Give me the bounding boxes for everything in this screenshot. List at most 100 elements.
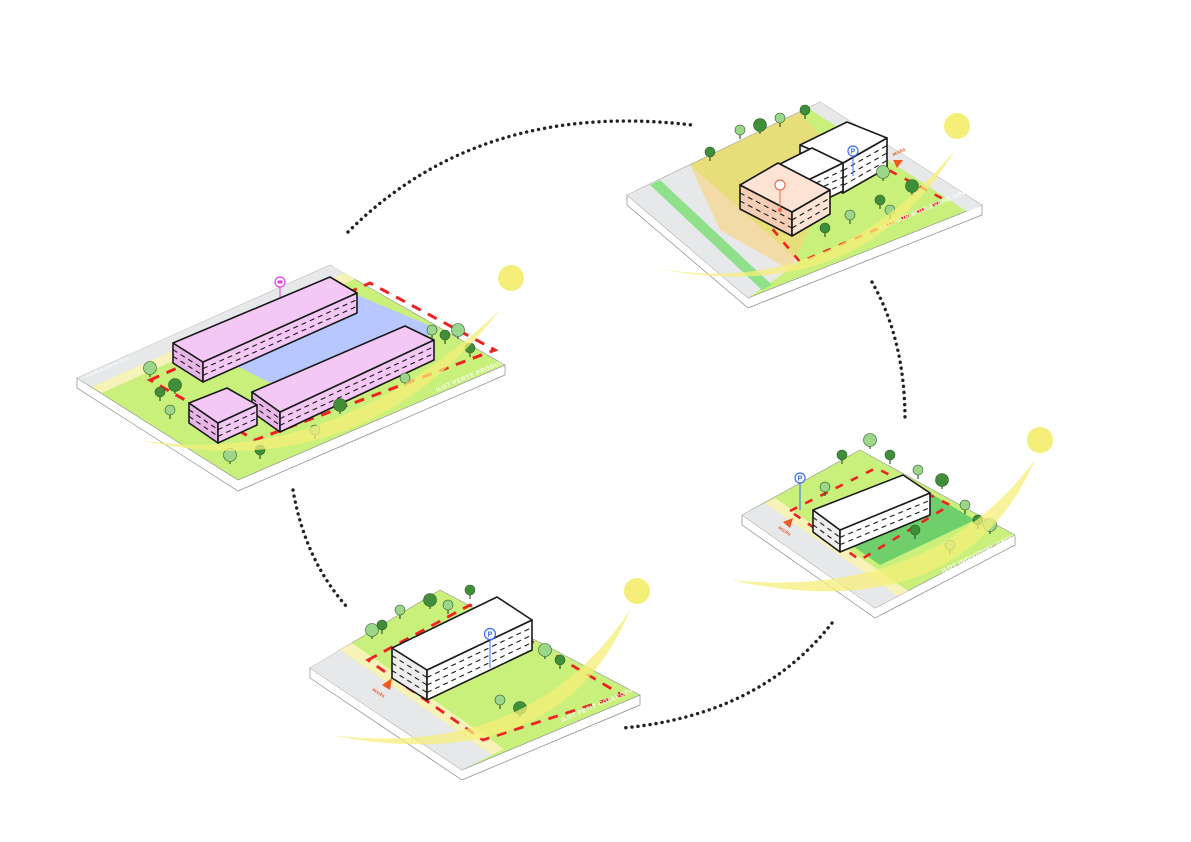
tree-icon — [704, 146, 716, 161]
building-roof — [391, 596, 533, 671]
parking-letter: P — [488, 632, 493, 639]
building-roof — [172, 276, 358, 363]
tree-icon — [164, 404, 176, 419]
floor-line — [202, 305, 358, 376]
building — [172, 276, 358, 383]
access-arrow-icon — [783, 518, 793, 528]
building — [739, 162, 831, 237]
building — [812, 474, 931, 553]
tree-icon — [876, 165, 890, 181]
floor-line — [391, 662, 428, 686]
tree-icon — [959, 499, 971, 514]
floor-line — [812, 516, 841, 538]
floor-line — [202, 299, 358, 370]
floor-line — [426, 627, 533, 678]
tree-icon — [442, 599, 454, 614]
site-boundary — [146, 281, 499, 442]
floor-line — [807, 176, 844, 195]
tree-icon — [538, 643, 552, 659]
sun-path — [655, 150, 955, 277]
tree-icon — [376, 619, 388, 634]
building — [251, 325, 435, 433]
sun-path — [330, 610, 630, 745]
sun-icon — [624, 578, 650, 604]
tree-icon — [836, 449, 848, 464]
sun-paths — [140, 150, 1035, 745]
building-roof — [251, 325, 435, 413]
parking-letter: P — [798, 476, 803, 483]
parking-icon — [483, 627, 497, 641]
sun-icon — [498, 265, 524, 291]
tree-icon — [912, 464, 924, 479]
parking-icon — [847, 145, 859, 157]
floor-line — [251, 398, 281, 420]
tree-icon — [874, 194, 886, 209]
site-boundary — [365, 603, 626, 742]
sun-icon — [944, 113, 970, 139]
tram-lane — [650, 180, 772, 290]
tree-icon — [799, 104, 811, 119]
tree-icon — [451, 323, 465, 339]
building-roof — [188, 387, 258, 424]
tree-icon — [909, 524, 921, 539]
sun-path — [730, 460, 1035, 592]
tree-icon — [439, 329, 451, 344]
floor-line — [391, 670, 428, 693]
building-roof — [812, 474, 931, 531]
sun-icon — [1027, 427, 1053, 453]
cycle-arc-4 — [291, 488, 349, 609]
floor-line — [426, 642, 533, 693]
shop-pin — [774, 179, 786, 212]
tree-icon — [819, 481, 831, 496]
floor-line — [812, 524, 841, 546]
parking-letter: P — [851, 149, 856, 156]
tree-icon — [494, 694, 506, 709]
floor-line — [791, 205, 831, 229]
tree-icon — [863, 433, 877, 449]
cycle-arcs — [291, 119, 907, 730]
cycle-arc-2 — [870, 280, 907, 422]
road — [77, 265, 345, 387]
tree-icon — [426, 324, 438, 339]
floor-line — [839, 507, 931, 546]
tree-icon — [423, 593, 437, 609]
parking-pin: P — [483, 627, 497, 668]
floor-line — [251, 404, 281, 426]
floor-line — [791, 197, 831, 221]
tree-icon — [774, 112, 786, 127]
tree-icon — [554, 654, 566, 669]
tree-icon — [935, 473, 949, 489]
tree-icon — [394, 604, 406, 619]
floor-line — [739, 200, 793, 229]
tree-icon — [753, 118, 767, 134]
parking-pin: P — [794, 472, 806, 510]
tree-icon — [154, 386, 166, 401]
floor-line — [279, 346, 435, 420]
courtyard-parking — [225, 290, 440, 398]
floor-line — [739, 192, 793, 221]
tree-icon — [734, 124, 746, 139]
floor-line — [279, 352, 435, 426]
parking-icon — [794, 472, 806, 484]
tree-icon — [905, 179, 919, 195]
access-arrow-icon — [382, 678, 392, 690]
floor-line — [807, 169, 844, 188]
tree-icon — [168, 378, 182, 394]
shop-pin-icon — [774, 179, 786, 191]
parking-pin: P — [847, 145, 859, 176]
access-label: accès — [891, 147, 906, 158]
tree-icon — [844, 209, 856, 224]
tree-icon — [884, 449, 896, 464]
floor-line — [217, 411, 258, 431]
buildings — [172, 121, 931, 701]
trees — [143, 104, 997, 717]
floor-line — [188, 415, 219, 437]
tree-icon — [819, 222, 831, 237]
suns — [498, 113, 1053, 604]
building — [188, 387, 258, 444]
floor-line — [172, 349, 204, 370]
floor-line — [391, 655, 428, 678]
cycle-arc-1 — [346, 119, 694, 234]
floor-line — [426, 634, 533, 686]
